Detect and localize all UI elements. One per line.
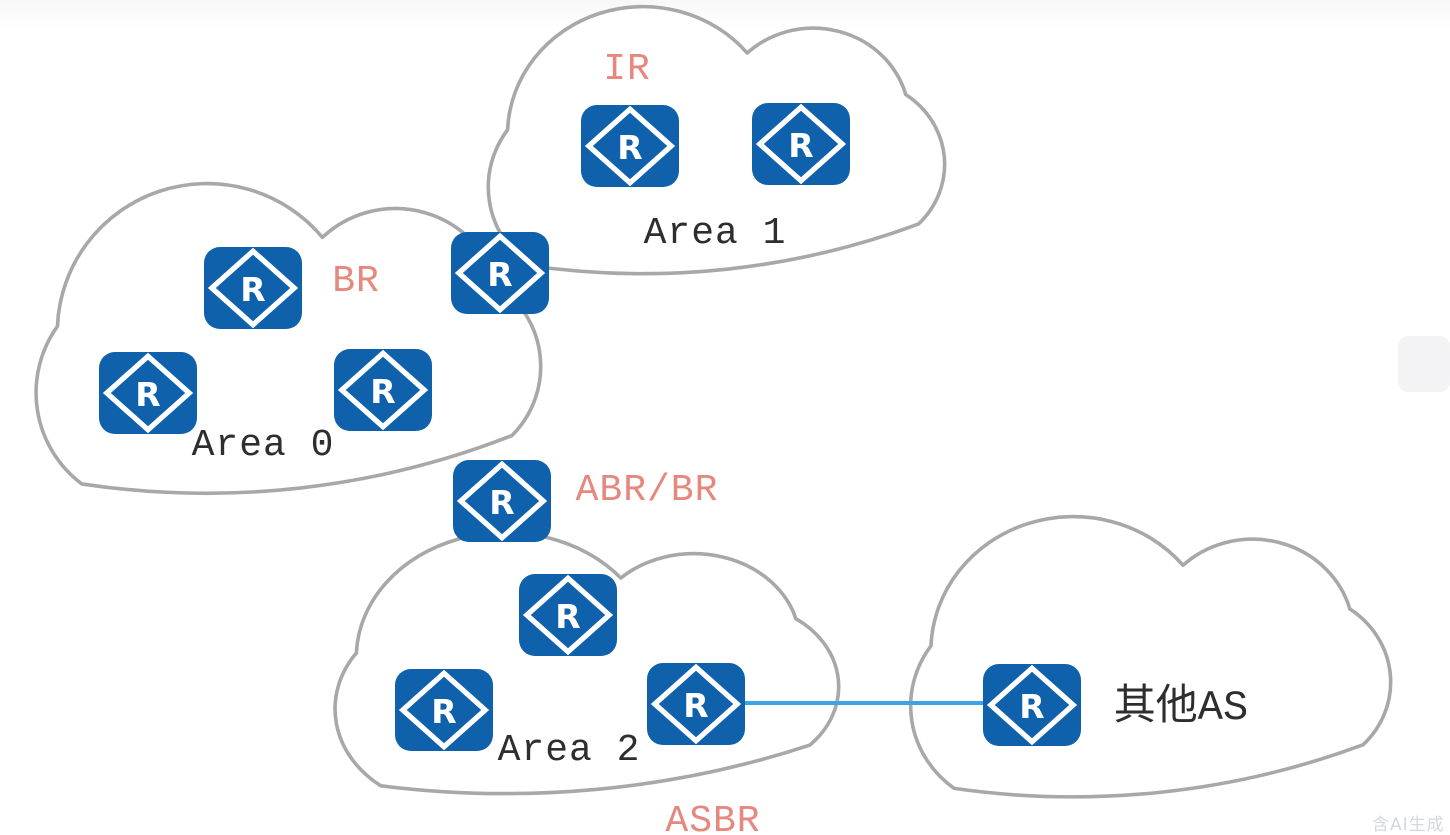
router-letter: R xyxy=(1019,686,1045,726)
cloud-outline xyxy=(911,517,1391,797)
router-letter: R xyxy=(788,125,814,165)
asbr-to-external-as-link-line xyxy=(743,701,985,705)
area-0-label: Area 0 xyxy=(191,424,335,467)
external-as-router-icon: R xyxy=(983,664,1081,746)
abr-br-role-label: ABR/BR xyxy=(575,469,719,512)
router-icon-area1-a: R xyxy=(581,105,679,187)
cloud-outline xyxy=(488,7,944,274)
router-icon-area0-a: R xyxy=(204,247,302,329)
other-as-label: 其他AS xyxy=(1113,684,1249,732)
ir-role-label: IR xyxy=(603,48,651,91)
router-letter: R xyxy=(489,482,515,522)
ai-generated-watermark: 含AI生成 xyxy=(1372,815,1445,835)
router-icon-area0-c: R xyxy=(334,349,432,431)
router-letter: R xyxy=(135,374,161,414)
br-role-label: BR xyxy=(332,260,380,303)
router-letter: R xyxy=(617,127,643,167)
br-router-icon: R xyxy=(451,232,549,314)
asbr-router-icon: R xyxy=(647,663,745,745)
cloud-area-1 xyxy=(481,7,944,270)
router-icon-area0-b: R xyxy=(99,352,197,434)
abr-br-router-icon: R xyxy=(453,460,551,542)
router-letter: R xyxy=(487,254,513,294)
area-2-label: Area 2 xyxy=(497,729,641,772)
router-letter: R xyxy=(683,685,709,725)
router-letter: R xyxy=(431,691,457,731)
background-smudge-artifact xyxy=(1398,336,1450,392)
router-icon-area1-b: R xyxy=(752,103,850,185)
router-letter: R xyxy=(555,596,581,636)
router-icon-area2-b: R xyxy=(395,669,493,751)
router-letter: R xyxy=(370,371,396,411)
asbr-role-label: ASBR xyxy=(665,800,761,835)
cloud-other-as xyxy=(903,517,1390,793)
area-1-label: Area 1 xyxy=(643,212,787,255)
router-letter: R xyxy=(240,269,266,309)
background-shading-artifact xyxy=(0,0,1450,32)
router-icon-area2-a: R xyxy=(519,574,617,656)
